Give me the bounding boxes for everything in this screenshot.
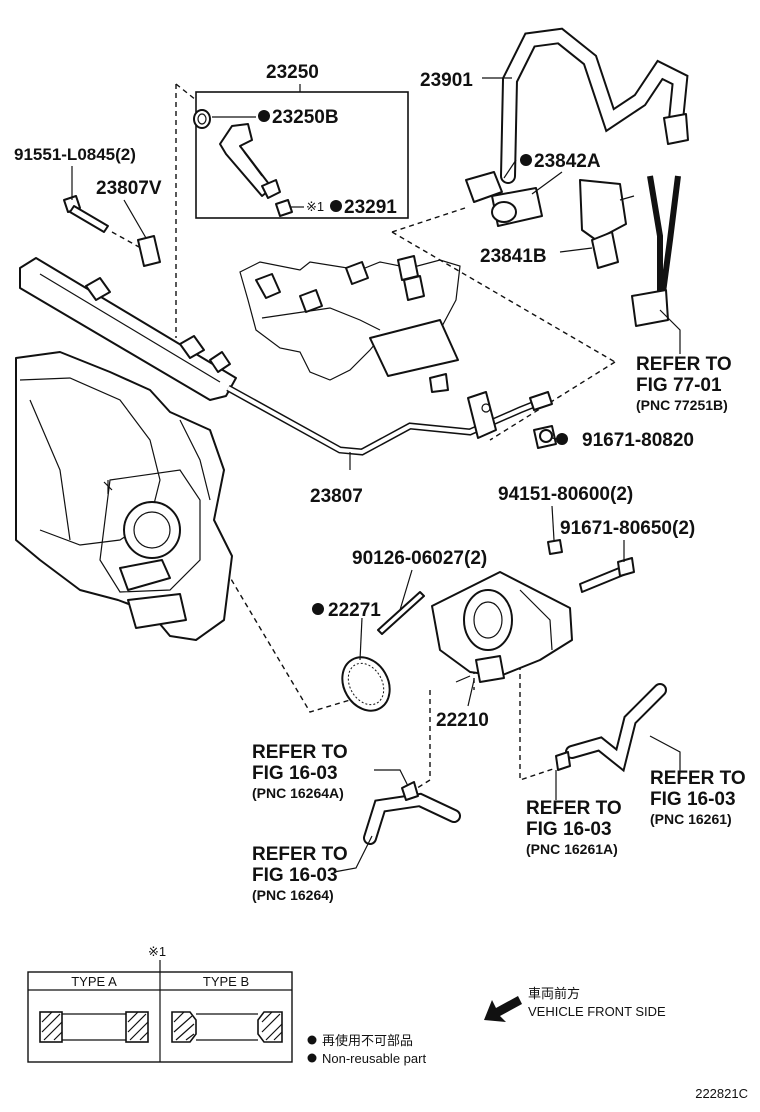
label-23291-mark: ※1 <box>306 199 324 214</box>
ref-line-3: (PNC 16264) <box>252 887 334 903</box>
gasket-type-table: ※1 TYPE A TYPE B <box>27 944 293 1063</box>
label-94151: 94151-80600(2) <box>498 484 633 505</box>
ref-line-3: (PNC 16264A) <box>252 785 344 801</box>
vsv-valve <box>491 179 635 269</box>
type-a-section <box>39 1011 149 1043</box>
non-reusable-dot <box>312 603 324 615</box>
hose-23901 <box>465 27 689 203</box>
ref-line-1: REFER TO <box>650 768 746 789</box>
fuel-rail <box>19 257 237 401</box>
ref-line-2: FIG 77-01 <box>636 375 722 396</box>
ref-line-1: REFER TO <box>526 798 622 819</box>
ref-16264A: REFER TO FIG 16-03 (PNC 16264A) <box>252 742 348 801</box>
ref-line-2: FIG 16-03 <box>526 819 612 840</box>
type-b-header: TYPE B <box>203 974 249 989</box>
label-23901: 23901 <box>420 70 473 91</box>
type-b-section <box>171 1011 283 1043</box>
gasket-22271 <box>341 656 391 712</box>
water-hoses <box>363 683 667 845</box>
throttle-body-22210 <box>431 571 573 683</box>
leader-lines <box>71 77 681 873</box>
hose-77-01 <box>631 175 681 327</box>
ref-line-2: FIG 16-03 <box>252 865 338 886</box>
label-23250: 23250 <box>266 62 319 83</box>
label-23807: 23807 <box>310 486 363 507</box>
direction-en: VEHICLE FRONT SIDE <box>528 1004 666 1019</box>
bolt-and-cap <box>63 195 161 267</box>
ref-line-3: (PNC 16261A) <box>526 841 618 857</box>
figure-code: 222821C <box>695 1086 748 1101</box>
ref-line-3: (PNC 16261) <box>650 811 732 827</box>
table-mark: ※1 <box>148 944 166 959</box>
legend-dot <box>307 1053 317 1063</box>
studs-nuts-bolts <box>377 539 635 635</box>
label-23291: 23291 <box>344 197 397 218</box>
leader-dot <box>556 433 568 445</box>
label-23842A: 23842A <box>534 151 601 172</box>
label-91671-80820: 91671-80820 <box>582 430 694 451</box>
injector-box-23250 <box>193 91 409 219</box>
legend-dot <box>307 1035 317 1045</box>
cylinder-head <box>239 255 461 393</box>
ref-16261A: REFER TO FIG 16-03 (PNC 16261A) <box>526 798 622 857</box>
ref-line-1: REFER TO <box>252 844 348 865</box>
ref-16261: REFER TO FIG 16-03 (PNC 16261) <box>650 768 746 827</box>
fuel-line-23807 <box>226 384 553 456</box>
reference-labels: REFER TO FIG 77-01 (PNC 77251B) REFER TO… <box>252 354 746 903</box>
direction-indicator: 車両前方 VEHICLE FRONT SIDE <box>484 986 666 1022</box>
front-arrow-icon <box>484 996 522 1022</box>
legend-en: Non-reusable part <box>322 1051 426 1066</box>
non-reusable-dot <box>520 154 532 166</box>
ref-16264: REFER TO FIG 16-03 (PNC 16264) <box>252 844 348 903</box>
direction-jp: 車両前方 <box>528 986 580 1001</box>
legend: 再使用不可部品 Non-reusable part <box>307 1033 426 1066</box>
ref-fig-77-01: REFER TO FIG 77-01 (PNC 77251B) <box>636 354 732 413</box>
ref-line-2: FIG 16-03 <box>252 763 338 784</box>
ref-line-1: REFER TO <box>252 742 348 763</box>
label-91671-80650: 91671-80650(2) <box>560 518 695 539</box>
label-23807V: 23807V <box>96 178 162 199</box>
label-22271: 22271 <box>328 600 381 621</box>
part-labels: 23250 23250B ※1 23291 91551-L0845(2) 238… <box>14 62 695 731</box>
non-reusable-dot <box>258 110 270 122</box>
label-23841B: 23841B <box>480 246 547 267</box>
assembly-dashed-lines <box>111 83 616 791</box>
label-90126: 90126-06027(2) <box>352 548 487 569</box>
legend-jp: 再使用不可部品 <box>322 1033 413 1048</box>
ref-line-1: REFER TO <box>636 354 732 375</box>
intake-manifold <box>15 351 233 641</box>
bolt-91671-80820 <box>533 425 557 449</box>
ref-line-3: (PNC 77251B) <box>636 397 728 413</box>
non-reusable-dot <box>330 200 342 212</box>
label-91551: 91551-L0845(2) <box>14 145 136 164</box>
label-22210: 22210 <box>436 710 489 731</box>
type-a-header: TYPE A <box>71 974 117 989</box>
label-23250B: 23250B <box>272 107 339 128</box>
ref-line-2: FIG 16-03 <box>650 789 736 810</box>
